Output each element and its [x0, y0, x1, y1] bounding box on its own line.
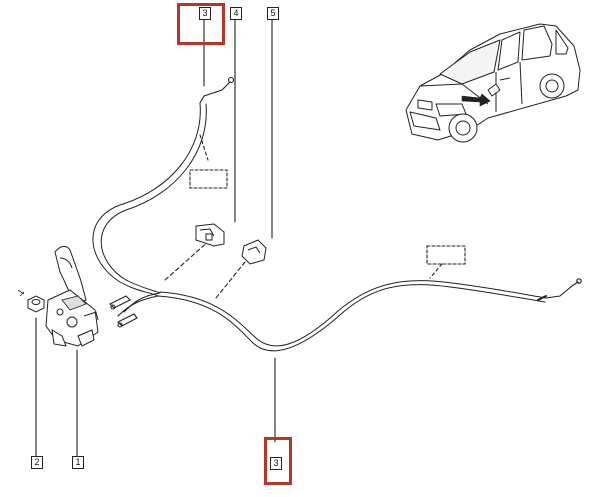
dash-leader-1: [199, 134, 209, 161]
dashed-label-box-2: [426, 245, 466, 265]
cable-branch: [123, 292, 161, 313]
rear-cable-inner: [159, 280, 547, 347]
rear-cable-outer: [157, 284, 546, 352]
cable-fitting-a: [109, 295, 131, 309]
rear-cable-end: [545, 281, 579, 299]
callout-4: 4: [230, 7, 242, 20]
callout-3-top: 3: [199, 7, 211, 20]
nut-part-2: [27, 295, 45, 313]
callout-1: 1: [72, 456, 84, 469]
rear-cable-ferrule: [537, 295, 547, 301]
dashed-label-box-1: [189, 169, 228, 189]
cross-mark: [17, 289, 25, 297]
cable-clip-5: [241, 239, 267, 265]
cable-clip-4: [195, 223, 225, 247]
callout-3-bottom: 3: [270, 457, 282, 470]
front-cable-outer: [92, 102, 201, 297]
lever-shading: [61, 295, 87, 311]
cable-branch-2: [117, 295, 159, 317]
cable-fitting-b: [117, 313, 138, 327]
rear-cable-eyelet: [576, 278, 582, 284]
handbrake-lever: [45, 245, 99, 347]
callout-2: 2: [31, 456, 43, 469]
highlight-box-top: [177, 3, 225, 45]
location-arrow-icon: [461, 93, 491, 107]
car-illustration: [405, 23, 581, 143]
dash-leader-2: [429, 263, 443, 279]
highlight-box-bottom: [264, 437, 292, 485]
front-cable-eyelet: [227, 76, 235, 84]
dash-leader-5: [215, 261, 246, 299]
cable-fitting-a-end: [110, 304, 116, 310]
cable-fitting-b-end: [117, 322, 123, 328]
front-cable-end: [199, 81, 231, 104]
callout-5: 5: [267, 7, 279, 20]
front-cable-inner: [100, 103, 207, 294]
dash-leader-4: [164, 239, 211, 281]
